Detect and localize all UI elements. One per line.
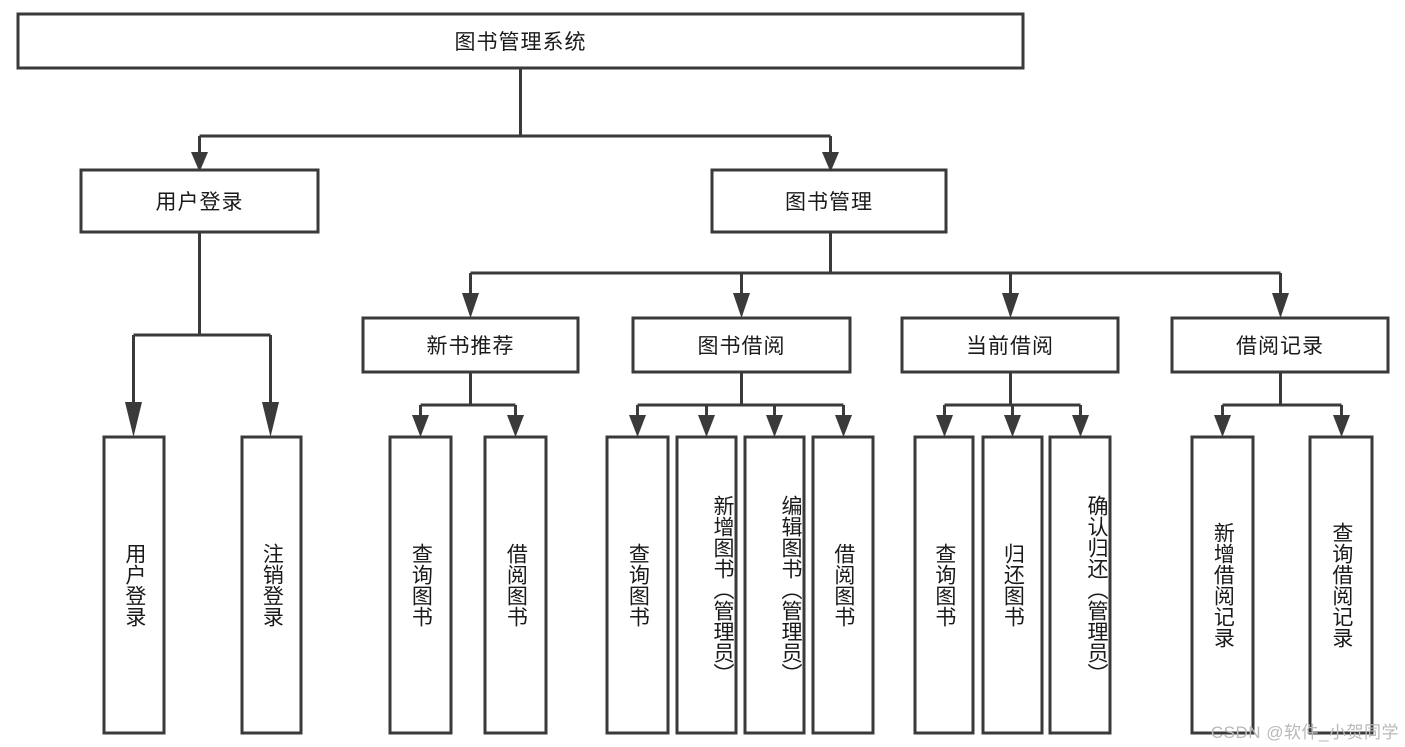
node-box-root[interactable] xyxy=(16,12,1025,70)
arrow-head-book-borrow xyxy=(733,293,750,318)
arrow-head-current-borrow xyxy=(1002,293,1019,318)
node-box-leaf-query-book-borrow[interactable] xyxy=(605,435,670,735)
arrow-head-borrow-record xyxy=(1272,293,1289,318)
arrow-head-leaf-add-book xyxy=(698,415,715,437)
node-box-leaf-logout-login[interactable] xyxy=(240,435,303,735)
node-box-user-login[interactable] xyxy=(79,168,320,234)
node-box-book-borrow[interactable] xyxy=(631,316,852,374)
arrow-head-leaf-return-book xyxy=(1004,415,1021,437)
node-box-current-borrow[interactable] xyxy=(900,316,1120,374)
arrow-head-user-login xyxy=(191,152,208,172)
arrow-head-leaf-borrow-book xyxy=(835,415,852,437)
arrow-head-leaf-query-book-rec xyxy=(412,415,429,437)
arrow-head-new-book-rec xyxy=(462,293,479,318)
arrow-head-leaf-query-record xyxy=(1333,415,1350,437)
arrow-head-leaf-edit-book xyxy=(766,415,783,437)
node-box-layer xyxy=(16,12,1390,735)
arrow-head-leaf-add-record xyxy=(1214,415,1231,437)
arrow-head-book-manage xyxy=(822,152,839,172)
node-box-leaf-query-record[interactable] xyxy=(1308,435,1374,735)
arrow-head-leaf-logout-login xyxy=(262,402,279,437)
node-box-borrow-record[interactable] xyxy=(1170,316,1390,374)
arrow-head-leaf-borrow-book-rec xyxy=(507,415,524,437)
arrow-head-leaf-query-book-borrow xyxy=(629,415,646,437)
node-box-new-book-rec[interactable] xyxy=(361,316,580,374)
node-box-leaf-query-book-current[interactable] xyxy=(913,435,975,735)
node-box-leaf-return-book[interactable] xyxy=(981,435,1044,735)
node-box-leaf-add-record[interactable] xyxy=(1190,435,1255,735)
node-box-leaf-edit-book[interactable] xyxy=(743,435,806,735)
node-box-book-manage[interactable] xyxy=(710,168,948,234)
node-box-leaf-confirm-return[interactable] xyxy=(1048,435,1112,735)
connector-layer xyxy=(125,68,1350,437)
node-box-leaf-borrow-book[interactable] xyxy=(811,435,875,735)
arrow-head-leaf-query-book-current xyxy=(936,415,953,437)
node-box-leaf-query-book-rec[interactable] xyxy=(388,435,453,735)
node-box-leaf-add-book[interactable] xyxy=(675,435,738,735)
node-box-leaf-borrow-book-rec[interactable] xyxy=(483,435,548,735)
arrow-head-leaf-confirm-return xyxy=(1072,415,1089,437)
node-box-leaf-user-login[interactable] xyxy=(102,435,166,735)
arrow-head-leaf-user-login xyxy=(125,402,142,437)
